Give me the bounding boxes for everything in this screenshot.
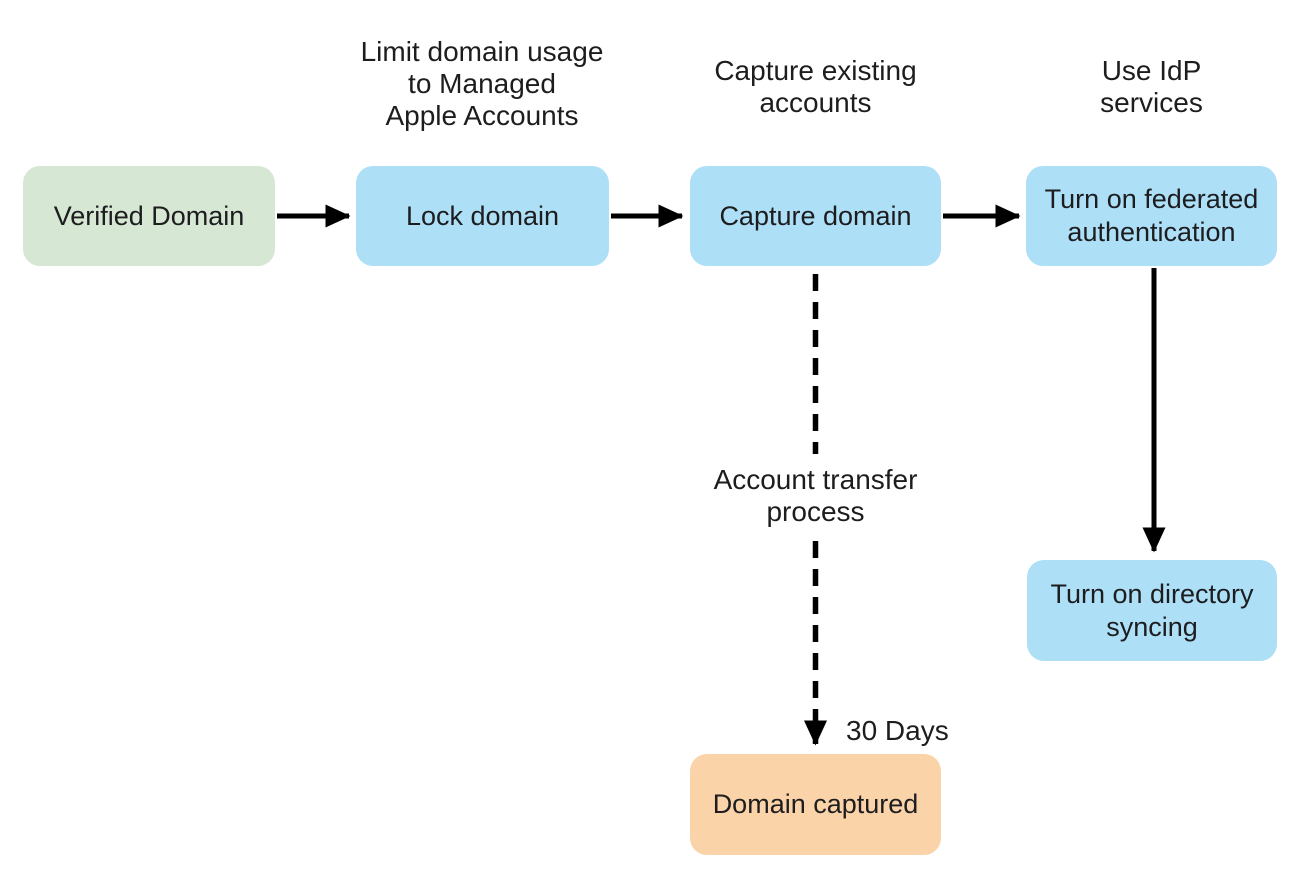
label-use-idp-services: Use IdP services [1100,55,1203,118]
node-lock-domain-label: Lock domain [405,200,560,231]
node-capture-domain: Capture domain [690,166,941,266]
label-limit-domain-usage: Limit domain usage to Managed Apple Acco… [360,36,604,131]
node-domain-captured-label: Domain captured [712,789,919,819]
node-verified-domain-label: Verified Domain [53,200,245,231]
node-verified-domain: Verified Domain [23,166,275,266]
label-capture-existing-accounts: Capture existing accounts [714,55,917,118]
node-capture-domain-label: Capture domain [719,200,912,231]
node-domain-captured: Domain captured [690,754,941,855]
node-federated-authentication-label: Turn on federated authentication [1044,184,1259,247]
node-directory-syncing: Turn on directory syncing [1027,560,1277,661]
label-account-transfer-process: Account transfer process [713,464,918,527]
node-federated-authentication: Turn on federated authentication [1026,166,1277,266]
label-30-days: 30 Days [846,715,949,746]
node-directory-syncing-label: Turn on directory syncing [1050,578,1254,642]
node-lock-domain: Lock domain [356,166,609,266]
